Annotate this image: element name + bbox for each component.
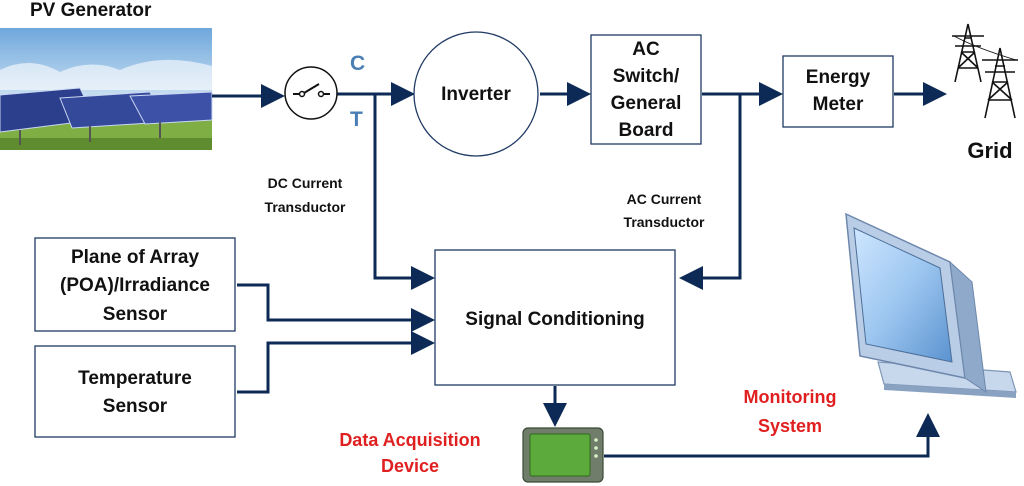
solar-panel-image	[0, 28, 213, 150]
inverter-circle	[413, 31, 539, 157]
energy-meter-box	[782, 55, 894, 128]
ct-switch	[284, 66, 338, 120]
ac-transductor-line-2: Transductor	[624, 214, 705, 230]
inverter-label: Inverter	[441, 84, 511, 105]
monitor-icon	[845, 212, 1017, 398]
ac-switch-box	[590, 34, 702, 145]
data-acquisition-line-2: Device	[381, 456, 439, 476]
ac-switch-line-2: Switch/	[613, 66, 680, 87]
signal-conditioning-box	[434, 249, 676, 386]
wire-ac-transductor	[679, 94, 742, 290]
temperature-sensor-box	[34, 345, 236, 438]
poa-sensor-box	[34, 237, 236, 332]
ct-label-c: C	[350, 52, 365, 75]
signal-conditioning-label: Signal Conditioning	[465, 309, 644, 330]
ac-switch-line-3: General	[611, 93, 682, 114]
dc-transductor-line-2: Transductor	[265, 199, 346, 215]
poa-sensor-line-2: (POA)/Irradiance	[60, 275, 210, 296]
grid-label: Grid	[967, 138, 1012, 163]
ac-transductor-line-1: AC Current	[627, 191, 702, 207]
monitoring-system-line-1: Monitoring	[744, 387, 837, 407]
energy-meter-line-1: Energy	[806, 67, 871, 88]
monitoring-system-line-2: System	[758, 416, 822, 436]
ac-switch-line-4: Board	[619, 120, 674, 141]
grid-tower-icon	[952, 23, 1018, 119]
wire-daq-to-monitor	[604, 413, 940, 458]
ct-label-t: T	[350, 108, 363, 131]
temperature-sensor-line-1: Temperature	[78, 368, 192, 389]
data-acquisition-device-icon	[522, 427, 604, 483]
poa-sensor-line-3: Sensor	[103, 304, 168, 325]
energy-meter-line-2: Meter	[813, 94, 864, 115]
poa-sensor-line-1: Plane of Array	[71, 247, 200, 268]
wire-poa-to-signal	[237, 283, 435, 332]
wire-dc-transductor	[373, 94, 435, 290]
temperature-sensor-line-2: Sensor	[103, 396, 168, 417]
data-acquisition-line-1: Data Acquisition	[339, 430, 480, 450]
wire-temp-to-signal	[237, 331, 435, 394]
pv-generator-title: PV Generator	[30, 0, 152, 21]
dc-transductor-line-1: DC Current	[268, 175, 343, 191]
ac-switch-line-1: AC	[632, 39, 660, 60]
